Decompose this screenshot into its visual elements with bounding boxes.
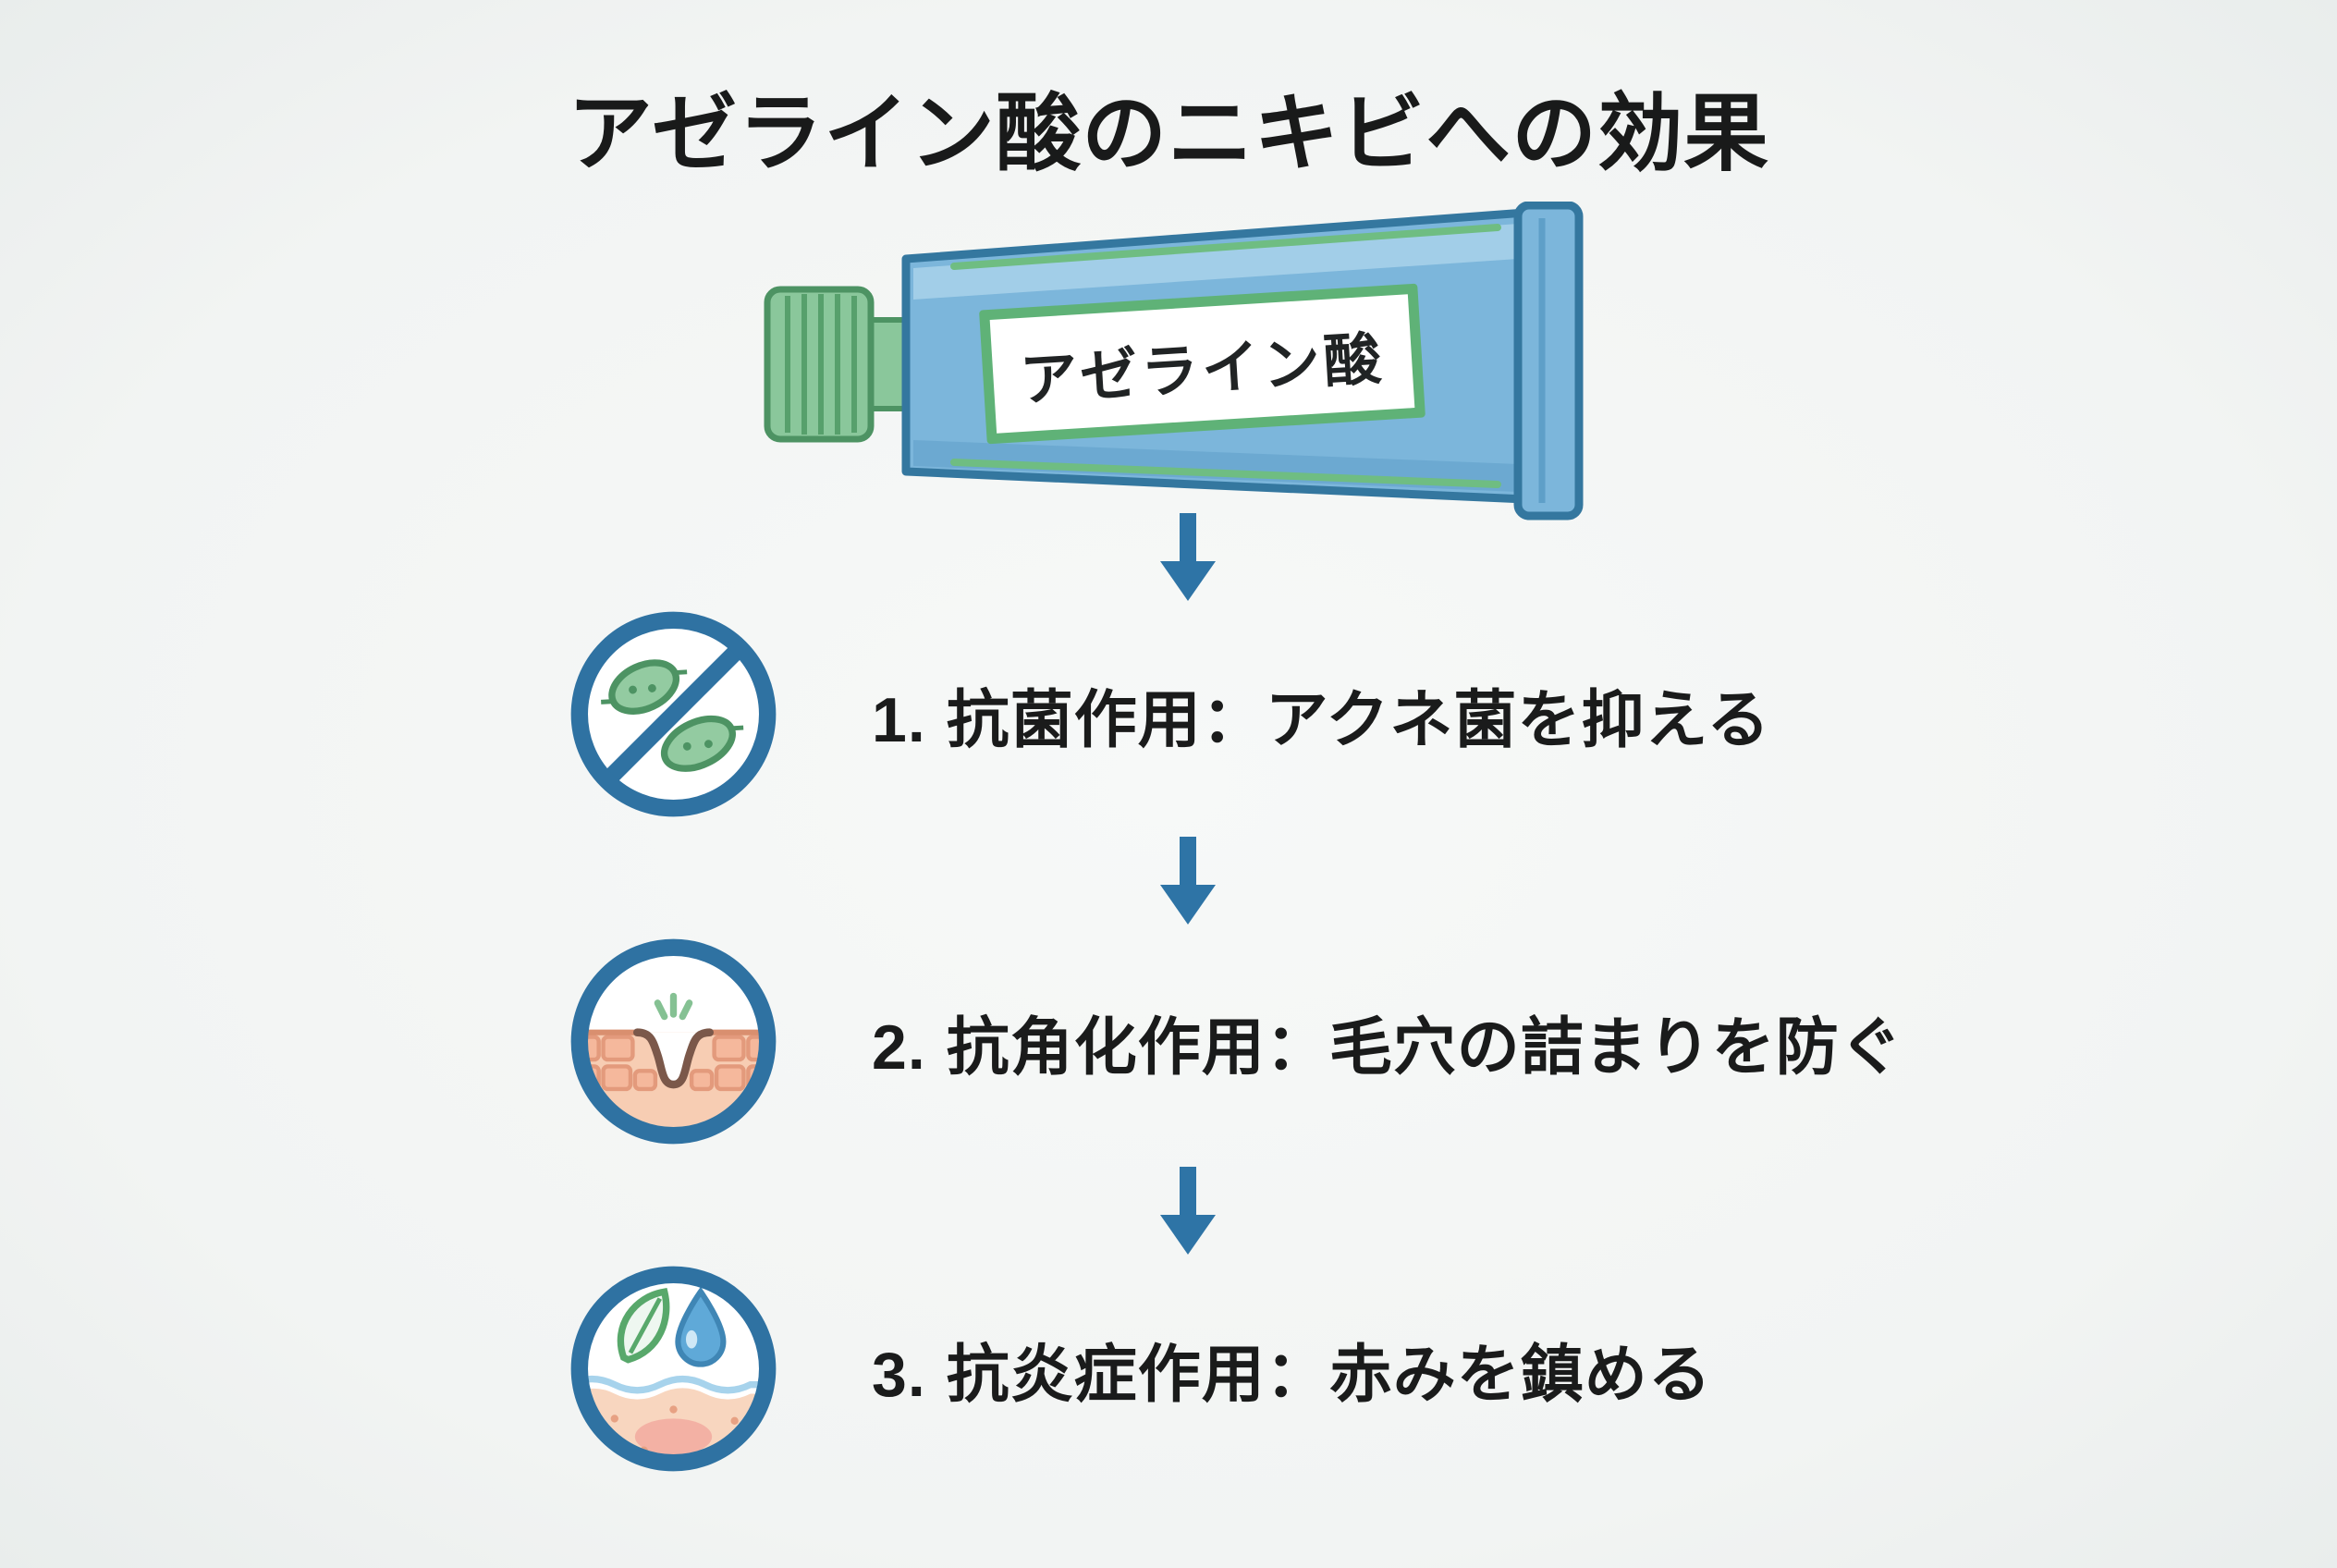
- step-number: 2.: [872, 1012, 926, 1083]
- down-arrow-icon: [1158, 1167, 1217, 1256]
- step-row-antiinflammatory: 3. 抗炎症作用：赤みを鎮める: [560, 1256, 1712, 1482]
- tube-label: アゼライン酸: [979, 283, 1425, 445]
- step-label: 2. 抗角化作用：毛穴の詰まりを防ぐ: [872, 996, 1903, 1087]
- down-arrow-icon: [1158, 513, 1217, 602]
- step-label: 1. 抗菌作用：アクネ菌を抑える: [872, 668, 1770, 760]
- page-title: アゼライン酸のニキビへの効果: [567, 87, 1770, 181]
- step-number: 1.: [872, 685, 926, 755]
- soothing-skin-icon: [560, 1256, 787, 1482]
- tube-cap-ribs: [785, 294, 857, 435]
- step-row-antibacterial: 1. 抗菌作用：アクネ菌を抑える: [560, 601, 1770, 827]
- tube-stripe-bottom: [950, 459, 1501, 488]
- tube-highlight: [913, 224, 1518, 300]
- step-label: 3. 抗炎症作用：赤みを鎮める: [872, 1323, 1712, 1415]
- tube-end-crimp: [1513, 202, 1584, 521]
- no-bacteria-icon: [560, 601, 787, 827]
- step-row-antikeratin: 2. 抗角化作用：毛穴の詰まりを防ぐ: [560, 928, 1903, 1155]
- down-arrow-icon: [1158, 837, 1217, 925]
- step-label-text: 抗角化作用：毛穴の詰まりを防ぐ: [946, 1012, 1903, 1083]
- clogged-pore-icon: [560, 928, 787, 1155]
- step-label-text: 抗菌作用：アクネ菌を抑える: [946, 685, 1771, 755]
- tube-stripe-top: [950, 224, 1501, 270]
- step-number: 3.: [872, 1340, 926, 1410]
- step-label-text: 抗炎症作用：赤みを鎮める: [946, 1340, 1712, 1410]
